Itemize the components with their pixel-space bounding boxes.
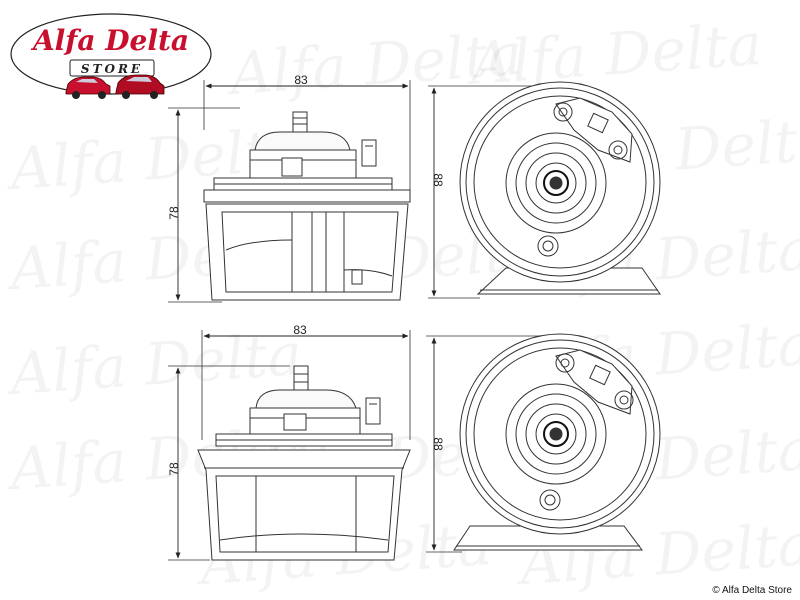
dimension-label-diameter-top: 88 (431, 173, 445, 187)
logo-subtitle: STORE (81, 62, 143, 76)
dimension-diameter-top: 88 (428, 85, 560, 299)
horn-front-view-bottom (453, 333, 661, 551)
horn-front-view-top (459, 81, 661, 295)
dimension-width-bottom: 83 (201, 323, 411, 440)
car-icon (115, 74, 165, 99)
dimension-diameter-bottom: 88 (426, 335, 560, 553)
dimension-height-bottom: 78 (167, 365, 290, 561)
dimension-label-height-bottom: 78 (167, 462, 181, 476)
horn-side-view-top (203, 111, 411, 301)
store-logo[interactable]: Alfa Delta STORE (8, 10, 214, 106)
dimension-label-diameter-bottom: 88 (431, 437, 445, 451)
copyright-notice: © Alfa Delta Store (712, 585, 792, 596)
dimension-label-height-top: 78 (167, 206, 181, 220)
logo-brand-name: Alfa Delta (30, 24, 189, 57)
dimension-width-top: 83 (203, 73, 411, 200)
dimension-label-width-bottom: 83 (293, 323, 307, 337)
dimension-label-width-top: 83 (294, 73, 308, 87)
car-icon (65, 76, 111, 99)
dimension-height-top: 78 (167, 107, 240, 303)
horn-side-view-bottom (197, 365, 411, 561)
